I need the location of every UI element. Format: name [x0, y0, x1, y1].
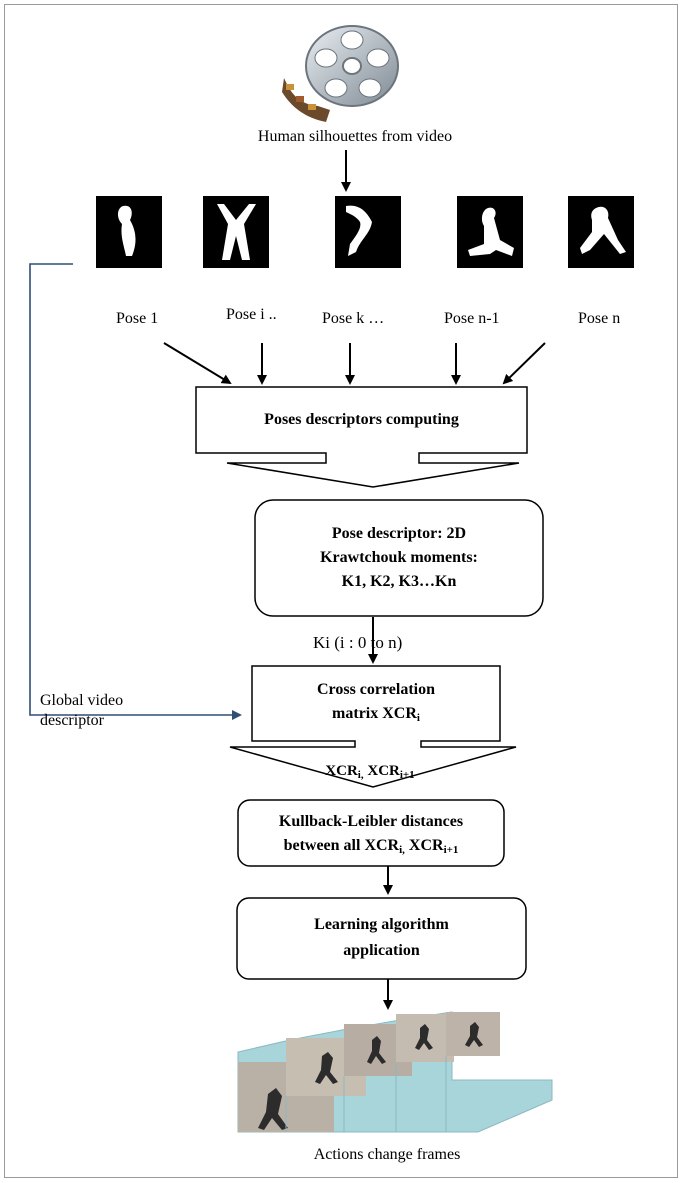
pose-arrows [163, 342, 546, 385]
pose-descriptor-line-2: Krawtchouk moments: [320, 549, 478, 566]
action-frames-image [237, 1011, 553, 1133]
box-poses-descriptors-label: Poses descriptors computing [264, 411, 459, 428]
box-poses-descriptors-shape [195, 386, 528, 488]
box-learning-shape [236, 897, 527, 980]
box-pose-descriptor-shape [254, 499, 544, 617]
xcr-a: XCR [325, 763, 358, 779]
pose-descriptor-line-3: K1, K2, K3…Kn [341, 573, 457, 590]
ki-label: Ki (i : 0 to n) [313, 633, 403, 652]
silhouette-pose-k [335, 196, 401, 268]
box-kullback-leibler-shape [237, 799, 505, 867]
cross-sub: i [416, 712, 420, 724]
kl-line-1: Kullback-Leibler distances [278, 813, 464, 830]
box-learning-label: Learning algorithm application [237, 912, 526, 964]
top-caption: Human silhouettes from video [257, 128, 453, 145]
silhouette-pose-i [203, 196, 269, 268]
kl-mid: XCR [404, 837, 444, 854]
global-label-line-1: Global video [40, 692, 124, 709]
xcr-a-sub: i, [357, 769, 364, 781]
kl-line-2: between all XCR [283, 837, 400, 854]
box-pose-descriptor-label: Pose descriptor: 2D Krawtchouk moments: … [255, 522, 543, 594]
box-cross-correlation-shape [229, 665, 517, 788]
silhouette-pose-1 [96, 196, 162, 268]
silhouette-pose-n-1 [457, 196, 523, 268]
pose-descriptor-line-1: Pose descriptor: 2D [331, 525, 467, 542]
pose-label-k: Pose k … [322, 310, 385, 327]
xcr-b-sub: i+1 [399, 769, 415, 781]
xcr-b: XCR [363, 763, 400, 779]
global-label-line-2: descriptor [40, 712, 104, 729]
box-kullback-leibler-label: Kullback-Leibler distances between all X… [238, 810, 504, 858]
learning-line-2: application [343, 942, 420, 959]
pose-label-n: Pose n [578, 310, 621, 327]
global-descriptor-connector [29, 263, 242, 720]
silhouette-pose-n [568, 196, 634, 268]
figure-frame [4, 4, 678, 1178]
kl-sub-1: i, [399, 844, 405, 856]
cross-line-1: Cross correlation [316, 681, 436, 698]
film-reel-icon [282, 25, 399, 122]
learning-line-1: Learning algorithm [314, 916, 449, 933]
pose-label-n-1: Pose n-1 [444, 310, 500, 327]
bottom-caption: Actions change frames [313, 1146, 461, 1163]
pose-label-1: Pose 1 [116, 310, 159, 327]
xcr-pair-label: XCRi, XCRi+1 [280, 760, 460, 782]
box-cross-correlation-label: Cross correlation matrix XCRi [252, 678, 500, 726]
pose-label-i: Pose i .. [226, 306, 277, 323]
kl-sub-2: i+1 [443, 844, 459, 856]
cross-line-2: matrix XCR [332, 705, 417, 722]
